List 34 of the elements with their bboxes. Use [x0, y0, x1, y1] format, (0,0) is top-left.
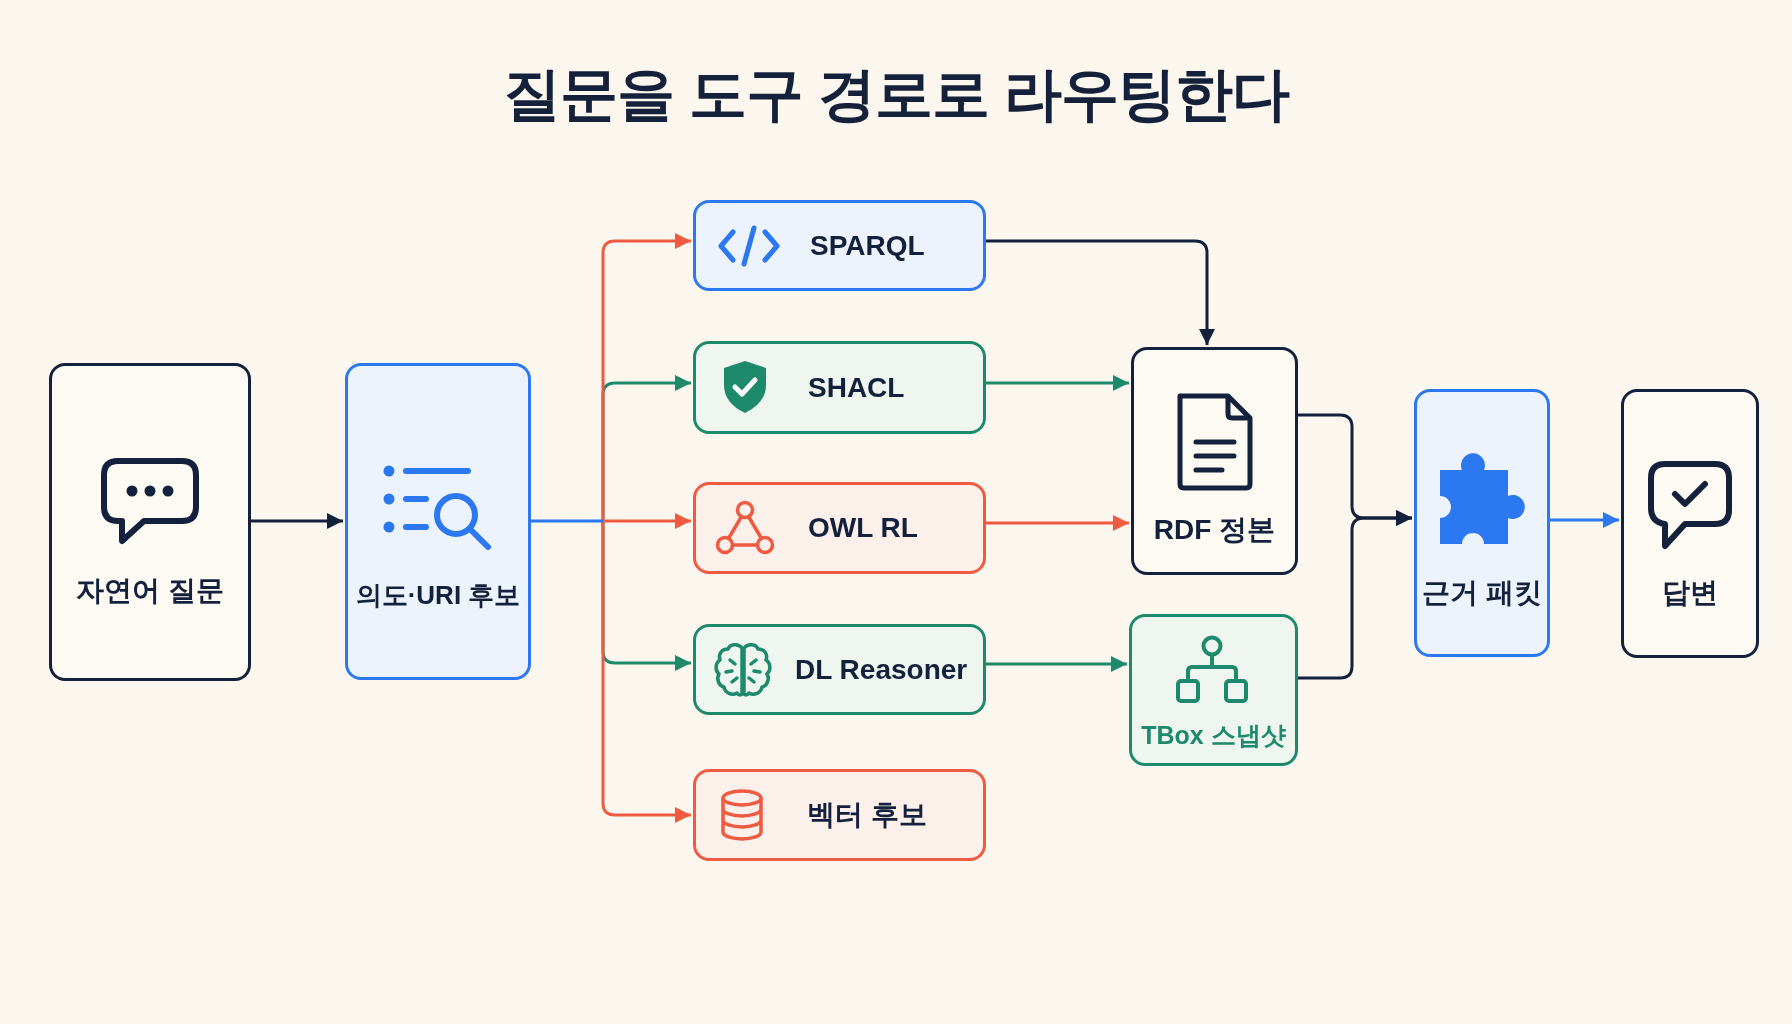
node-label: TBox 스냅샷 — [1141, 720, 1286, 751]
process-box — [1414, 389, 1550, 657]
arrow — [986, 656, 1127, 672]
arrow — [986, 375, 1129, 391]
process-box — [693, 200, 986, 291]
arrow — [251, 513, 343, 529]
node-label: DL Reasoner — [795, 652, 968, 687]
arrow — [1550, 512, 1619, 528]
node-label: 자연어 질문 — [76, 574, 224, 608]
title: 질문을 도구 경로로 라우팅한다 — [502, 60, 1290, 128]
node-label: SPARQL — [810, 228, 925, 263]
connector-line — [531, 519, 603, 523]
process-box — [693, 624, 986, 715]
node-label: 의도·URI 후보 — [355, 579, 521, 612]
process-box — [1129, 614, 1298, 766]
process-box — [49, 363, 251, 681]
process-box — [1131, 347, 1298, 575]
arrow — [986, 515, 1129, 531]
arrow — [601, 233, 691, 521]
node-label: OWL RL — [808, 511, 918, 545]
node-label: 답변 — [1662, 576, 1718, 610]
process-box — [345, 363, 531, 680]
node-label: 벡터 후보 — [807, 798, 927, 832]
arrow — [601, 521, 691, 823]
process-box — [693, 769, 986, 861]
arrow — [1298, 510, 1412, 680]
process-box — [1621, 389, 1759, 658]
node-label: 근거 패킷 — [1422, 576, 1542, 610]
process-box — [693, 341, 986, 434]
arrow — [986, 239, 1215, 345]
node-label: RDF 정본 — [1153, 513, 1276, 547]
arrow — [603, 513, 691, 529]
process-box — [693, 482, 986, 574]
node-label: SHACL — [808, 370, 905, 405]
